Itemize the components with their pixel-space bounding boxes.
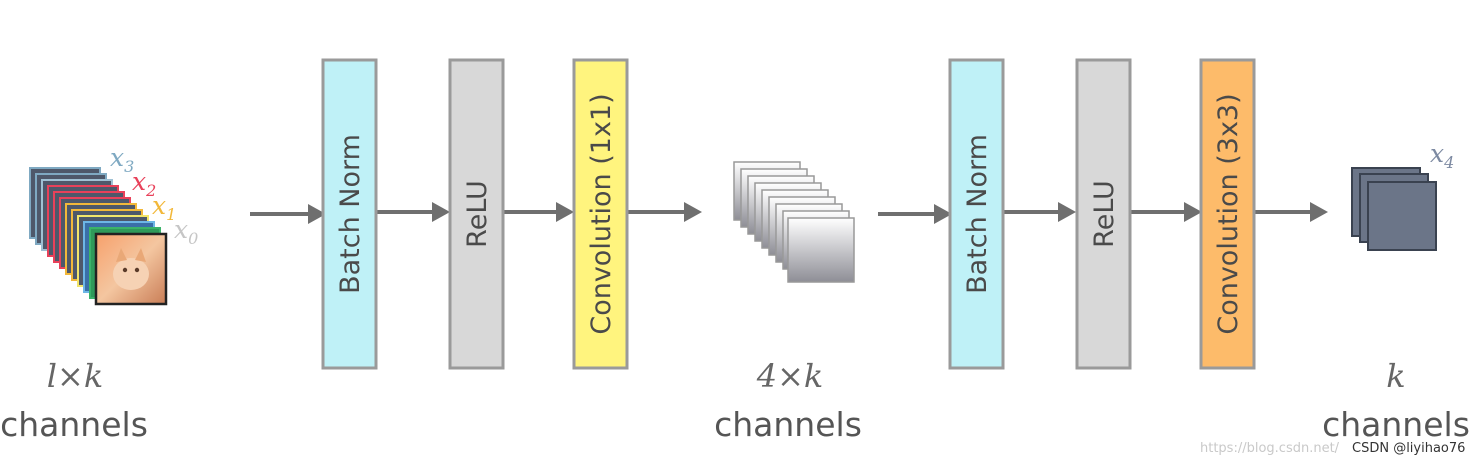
output-channels-label: channels bbox=[1322, 405, 1470, 444]
cat-image-icon bbox=[94, 232, 168, 306]
flow-arrows bbox=[250, 202, 1328, 224]
x4-label: x4 bbox=[1430, 139, 1454, 172]
middle-channels-label: channels bbox=[714, 405, 862, 444]
x0-label: x0 bbox=[174, 215, 198, 248]
convolution-3x3-block: Convolution (3x3) bbox=[1199, 58, 1256, 370]
batch-norm-block-1: Batch Norm bbox=[321, 58, 378, 370]
output-dim-label: k bbox=[1386, 357, 1405, 395]
batch-norm-block-2-label: Batch Norm bbox=[962, 134, 993, 294]
batch-norm-block-1-label: Batch Norm bbox=[335, 134, 366, 294]
input-x-labels: x3 x2 x1 x0 bbox=[110, 143, 198, 248]
x2-label: x2 bbox=[132, 167, 156, 200]
arrow-bn2-to-relu2 bbox=[1002, 202, 1076, 222]
convolution-1x1-block-label: Convolution (1x1) bbox=[586, 93, 617, 334]
relu-block-2: ReLU bbox=[1075, 58, 1132, 370]
relu-block-2-label: ReLU bbox=[1089, 180, 1120, 248]
arrow-relu2-to-conv2 bbox=[1128, 202, 1202, 222]
relu-block-1: ReLU bbox=[448, 58, 505, 370]
watermark-url: https://blog.csdn.net/ bbox=[1200, 441, 1340, 456]
watermark-author: CSDN @liyihao76 bbox=[1352, 441, 1466, 456]
arrow-relu1-to-conv1 bbox=[500, 202, 574, 222]
middle-feature-stack bbox=[733, 161, 855, 283]
x1-label: x1 bbox=[152, 191, 176, 224]
arrow-conv2-to-output bbox=[1254, 202, 1328, 222]
arrow-conv1-to-middle bbox=[628, 202, 702, 222]
arrow-middle-to-bn2 bbox=[878, 204, 952, 224]
middle-dim-label: 4×k bbox=[756, 357, 824, 395]
relu-block-1-label: ReLU bbox=[462, 180, 493, 248]
input-channels-label: channels bbox=[0, 405, 148, 444]
input-dim-label: l×k bbox=[47, 357, 103, 395]
convolution-1x1-block: Convolution (1x1) bbox=[572, 58, 629, 370]
convolution-3x3-block-label: Convolution (3x3) bbox=[1213, 93, 1244, 334]
input-feature-stack bbox=[29, 167, 168, 306]
batch-norm-block-2: Batch Norm bbox=[948, 58, 1005, 370]
output-feature-stack bbox=[1351, 167, 1437, 251]
arrow-input-to-bn1 bbox=[250, 204, 326, 224]
x3-label: x3 bbox=[110, 143, 134, 176]
arrow-bn1-to-relu1 bbox=[376, 202, 450, 222]
